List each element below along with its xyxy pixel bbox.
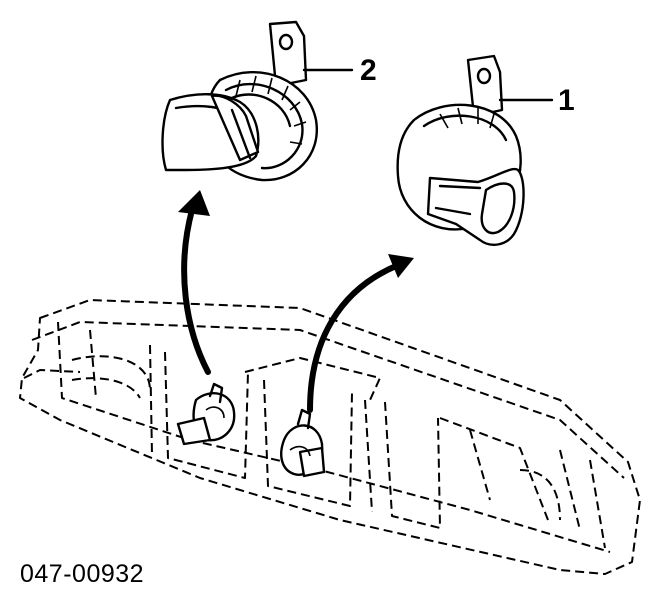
horn-1-illustration	[396, 54, 525, 246]
horn-1-installed	[280, 408, 326, 478]
callout-label-2: 2	[360, 54, 377, 87]
arrow-to-horn-2	[178, 190, 211, 375]
horn-2-installed	[176, 382, 236, 446]
part-code-label: 047-00932	[20, 560, 145, 588]
front-panel-dashed	[19, 299, 641, 575]
horn-2-illustration	[161, 20, 319, 182]
arrow-to-horn-1	[307, 254, 414, 413]
callout-label-1: 1	[558, 84, 575, 117]
